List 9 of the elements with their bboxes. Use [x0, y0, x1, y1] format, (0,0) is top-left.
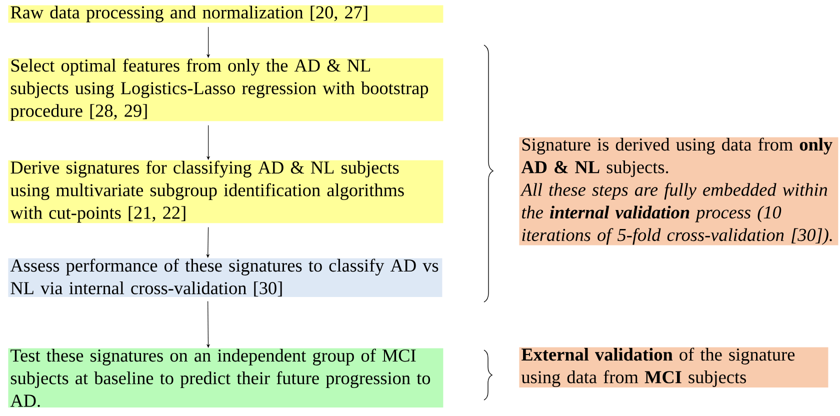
process-box: Select optimal features from only the AD & NL subjects using Logistics-Lasso regression with bootstrap procedure [28, 29] [8, 58, 444, 122]
note-box: Signature is derived using data from only AD & NL subjects. All these steps are fully embedded within the internal validation process (10 iterations of 5-fold cross-validation [30]). [519, 137, 838, 246]
note-box: External validation of the signature using data from MCI subjects [519, 347, 828, 388]
arrow [206, 125, 210, 160]
arrow [206, 26, 210, 58]
process-box: Derive signatures for classifying AD & NL subjects using multivariate subgroup identification algorithms with cut-points [21, 22] [8, 160, 444, 224]
process-box: Raw data processing and normalization [20, 27] [8, 5, 444, 23]
process-box: Test these signatures on an independent group of MCI subjects at baseline to predict their future progression to AD. [8, 348, 444, 408]
process-box: Assess performance of these signatures to classify AD vs NL via internal cross-validation [30] [8, 258, 442, 298]
